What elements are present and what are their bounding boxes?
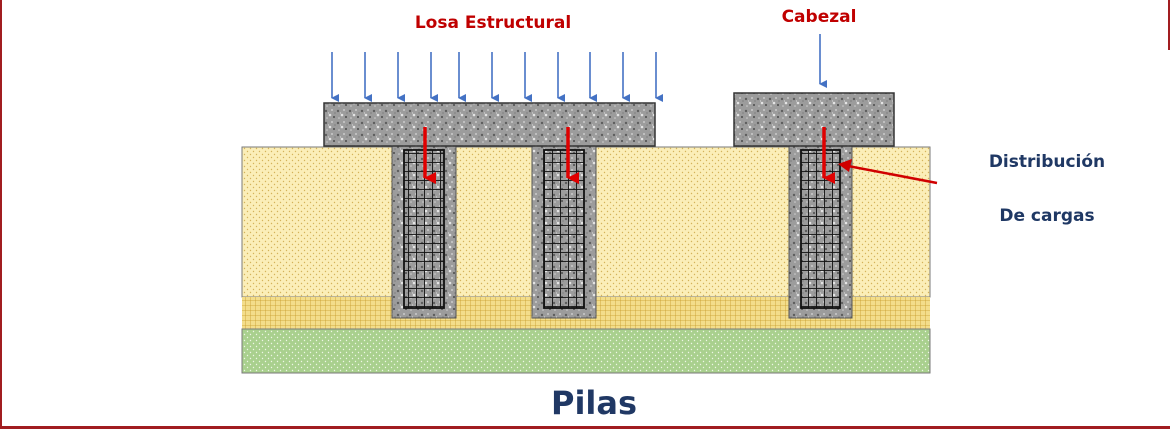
pile-right	[788, 139, 853, 319]
label-distribucion: Distribución	[989, 152, 1105, 172]
frame-right-rule	[1168, 0, 1170, 50]
label-cabezal: Cabezal	[782, 7, 857, 27]
frame-bottom-rule	[0, 426, 1170, 429]
label-losa-estructural: Losa Estructural	[415, 13, 571, 33]
distributed-load-arrows	[331, 52, 663, 102]
rebar-cage	[403, 149, 445, 309]
label-de-cargas: De cargas	[999, 206, 1094, 226]
pile-load-arrows	[423, 127, 835, 184]
rebar-cage	[800, 149, 841, 309]
rebar-cage	[543, 149, 585, 309]
pile-cap	[733, 92, 895, 147]
pile-middle	[531, 139, 597, 319]
frame-left-rule	[0, 0, 2, 429]
pointer-arrow-icon	[838, 159, 938, 185]
soil-lower-layer	[241, 328, 931, 374]
diagram-title: Pilas	[551, 384, 637, 422]
structural-slab	[323, 102, 656, 147]
